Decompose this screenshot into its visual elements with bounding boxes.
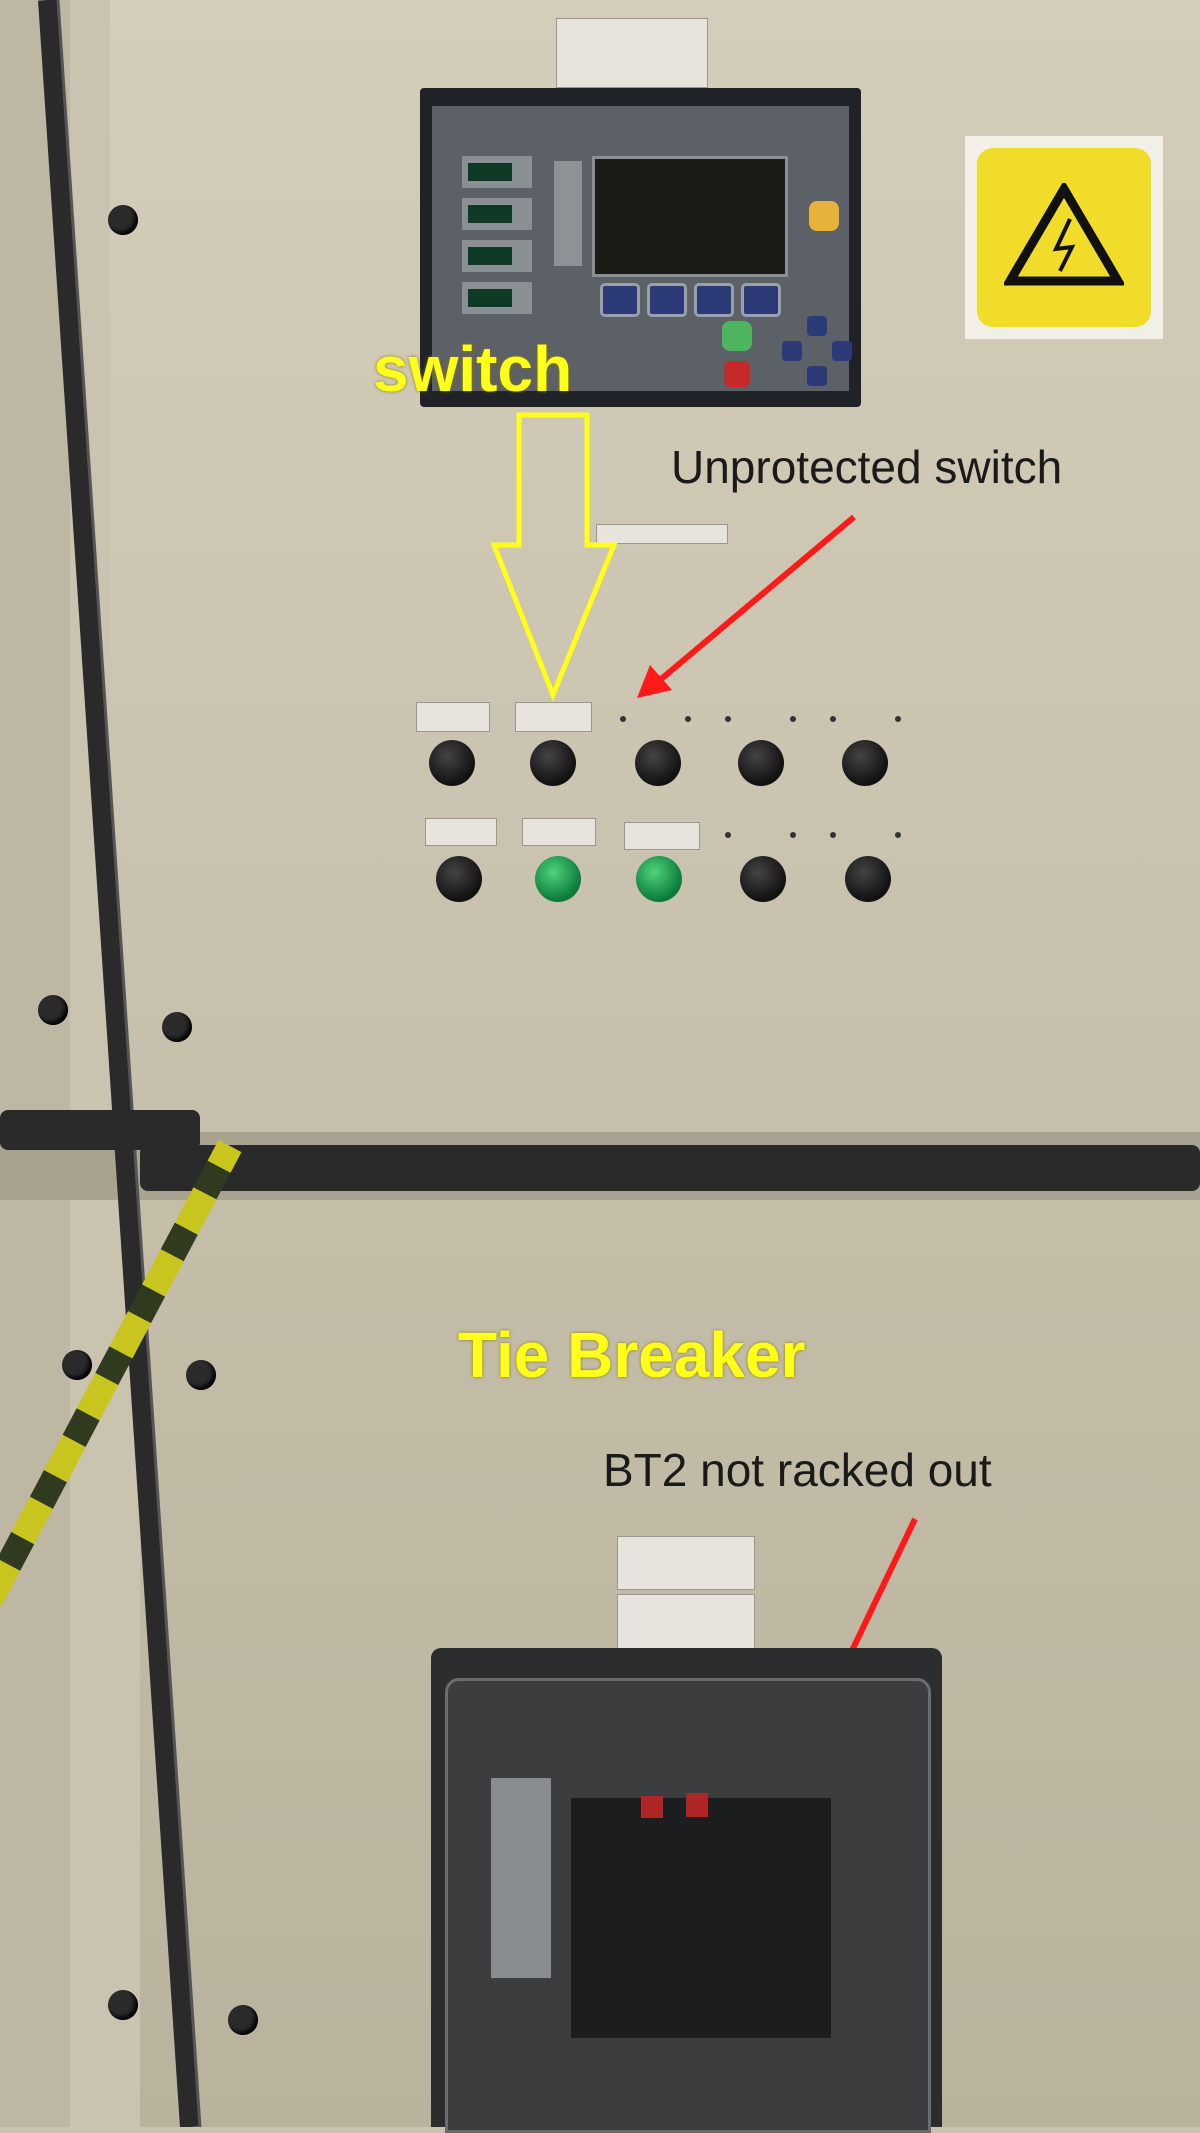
soft-key[interactable]	[647, 283, 687, 317]
mount-dot	[685, 716, 691, 722]
bolt	[62, 1350, 92, 1380]
tie-breaker-bt2	[431, 1648, 942, 2133]
mount-dot	[620, 716, 626, 722]
bolt	[108, 1990, 138, 2020]
mount-dot	[830, 832, 836, 838]
push-button[interactable]	[436, 856, 482, 902]
side-strip	[554, 161, 582, 266]
down-arrow-annotation-icon	[490, 412, 618, 702]
nav-left-button[interactable]	[782, 341, 802, 361]
horizontal-bar-left	[0, 1110, 200, 1150]
bolt	[38, 995, 68, 1025]
breaker-body	[571, 1798, 831, 2038]
selector-switch[interactable]	[429, 740, 475, 786]
soft-key[interactable]	[694, 283, 734, 317]
mount-dot	[790, 716, 796, 722]
mount-dot	[725, 716, 731, 722]
horizontal-bar	[140, 1145, 1200, 1191]
switch-label-plate	[416, 702, 490, 732]
adjacent-panel	[0, 0, 70, 2127]
push-button[interactable]	[845, 856, 891, 902]
push-button[interactable]	[842, 740, 888, 786]
warning-sign-face	[977, 148, 1151, 327]
red-arrow-icon	[637, 514, 856, 698]
soft-key[interactable]	[741, 283, 781, 317]
switch-label-plate	[522, 818, 596, 846]
green-indicator-lamp	[636, 856, 682, 902]
controller-face	[432, 106, 852, 391]
sticker-label	[596, 524, 728, 544]
breaker-nameplate	[617, 1536, 755, 1590]
indicator	[462, 282, 532, 314]
green-indicator-lamp	[535, 856, 581, 902]
indicator	[462, 198, 532, 230]
breaker-nameplate	[617, 1594, 755, 1654]
bolt	[108, 205, 138, 235]
trip-unit	[491, 1778, 551, 1978]
lcd-screen	[592, 156, 788, 277]
soft-key[interactable]	[600, 283, 640, 317]
nav-down-button[interactable]	[807, 366, 827, 386]
breaker-indicator	[641, 1796, 663, 1818]
bolt	[162, 1012, 192, 1042]
nav-right-button[interactable]	[832, 341, 852, 361]
mount-dot	[830, 716, 836, 722]
push-button[interactable]	[738, 740, 784, 786]
unprotected-switch[interactable]	[635, 740, 681, 786]
bt2-annotation: BT2 not racked out	[603, 1444, 992, 1496]
high-voltage-warning-sign	[965, 136, 1163, 339]
switch-annotation: switch	[373, 333, 573, 405]
mount-dot	[790, 832, 796, 838]
selector-switch-target[interactable]	[530, 740, 576, 786]
indicator	[462, 156, 532, 188]
push-button[interactable]	[740, 856, 786, 902]
alarm-button[interactable]	[809, 201, 839, 231]
switch-label-plate	[515, 702, 592, 732]
bolt	[228, 2005, 258, 2035]
breaker-indicator	[686, 1793, 708, 1817]
bolt	[186, 1360, 216, 1390]
tie-breaker-annotation: Tie Breaker	[458, 1319, 806, 1391]
nameplate	[556, 18, 708, 88]
mount-dot	[895, 832, 901, 838]
mount-dot	[725, 832, 731, 838]
stop-button[interactable]	[724, 361, 750, 387]
nav-up-button[interactable]	[807, 316, 827, 336]
indicator	[462, 240, 532, 272]
mount-dot	[895, 716, 901, 722]
switch-label-plate	[624, 822, 700, 850]
switch-label-plate	[425, 818, 497, 846]
start-button[interactable]	[722, 321, 752, 351]
unprotected-switch-annotation: Unprotected switch	[671, 441, 1063, 493]
generator-controller	[420, 88, 861, 407]
lightning-triangle-icon	[1004, 183, 1124, 286]
